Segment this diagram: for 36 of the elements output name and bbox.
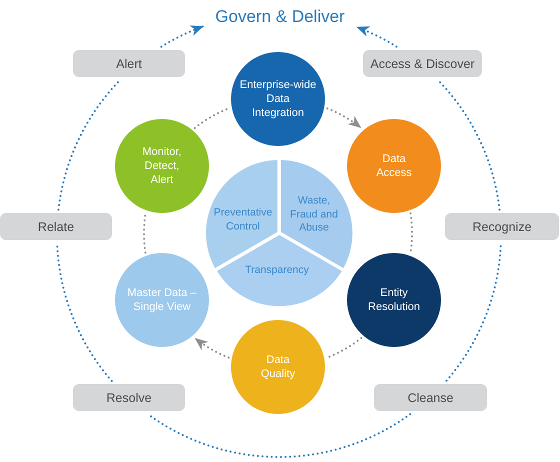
tag-label: Resolve: [106, 390, 152, 404]
dotted-arrow: [194, 337, 230, 359]
dotted-line: [437, 80, 501, 211]
dotted-arrow: [355, 26, 398, 48]
dotted-arrow: [160, 25, 205, 48]
dotted-line: [446, 242, 502, 382]
dotted-line: [410, 212, 413, 254]
circle-label: Master Data – Single View: [126, 286, 198, 314]
circle-label: Data Access: [375, 152, 413, 180]
circle-label: Enterprise-wide Data Integration: [240, 78, 316, 120]
phase-tag: [0, 213, 112, 240]
pie-segment: [216, 234, 342, 306]
heading-text: Govern & Deliver: [207, 6, 353, 28]
tag-label: Cleanse: [408, 390, 454, 404]
phase-tag: [374, 384, 487, 411]
dotted-line: [56, 242, 113, 382]
tag-label: Recognize: [472, 220, 532, 234]
phase-tag: [73, 50, 185, 77]
segment-label: Waste, Fraud and Abuse: [289, 194, 339, 236]
phase-tag: [73, 384, 185, 411]
circle-label: Data Quality: [260, 352, 296, 382]
tag-label: Alert: [116, 56, 142, 70]
circle-label: Entity Resolution: [367, 286, 422, 314]
segment-label: Preventative Control: [212, 206, 274, 234]
dotted-line: [57, 79, 121, 211]
dotted-line: [194, 107, 230, 129]
dotted-line: [147, 413, 412, 458]
circle-label: Monitor, Detect, Alert: [141, 144, 182, 188]
phase-tag: [363, 50, 482, 77]
dotted-arrow: [326, 107, 362, 129]
segment-label: Transparency: [244, 264, 310, 278]
tag-label: Relate: [38, 220, 74, 234]
tag-label: Access & Discover: [370, 56, 475, 70]
dotted-line: [326, 337, 362, 359]
phase-tag: [445, 213, 559, 240]
dotted-line: [143, 212, 146, 254]
